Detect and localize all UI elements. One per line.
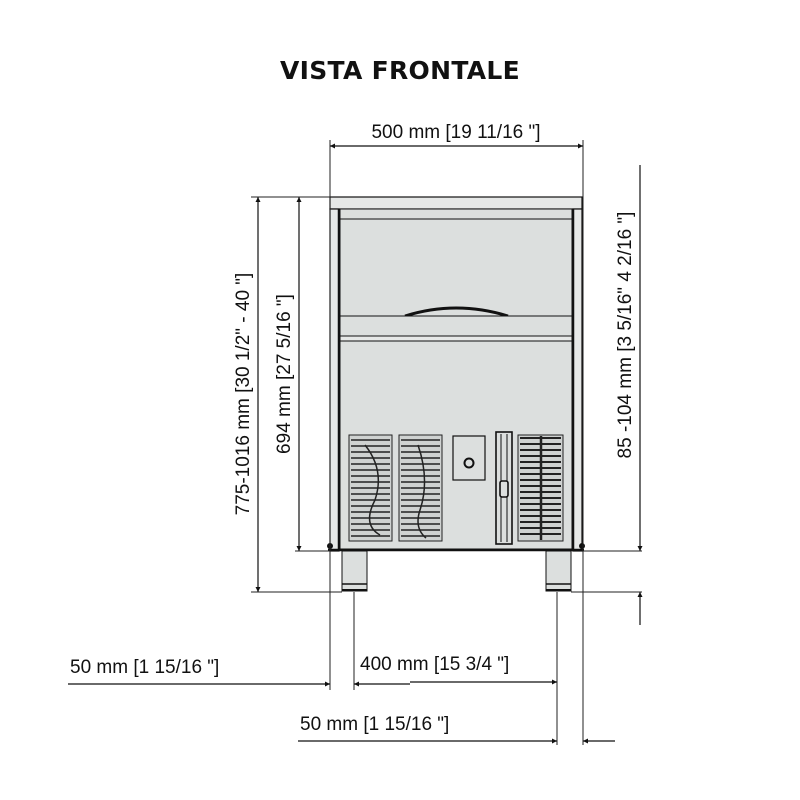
vent-grille-left [348,434,393,542]
label-leg-spacing: 400 mm [15 3/4 "] [360,654,509,675]
label-width: 500 mm [19 11/16 "] [371,122,540,143]
extension-lines [251,140,642,745]
vent-grille-right [517,434,564,542]
label-left-offset: 50 mm [1 15/16 "] [70,657,219,678]
power-switch[interactable] [495,431,513,545]
label-right-offset: 50 mm [1 15/16 "] [300,714,449,735]
label-total-height: 775-1016 mm [30 1/2" - 40 "] [233,273,254,516]
vent-grille-center [398,434,443,542]
leg-right [545,550,572,592]
leg-left [341,550,368,592]
control-panel [452,435,486,481]
label-body-height: 694 mm [27 5/16 "] [274,294,295,454]
label-leg-height: 85 -104 mm [3 5/16" 4 2/16 "] [615,212,636,459]
drawing-title: VISTA FRONTALE [280,56,520,85]
